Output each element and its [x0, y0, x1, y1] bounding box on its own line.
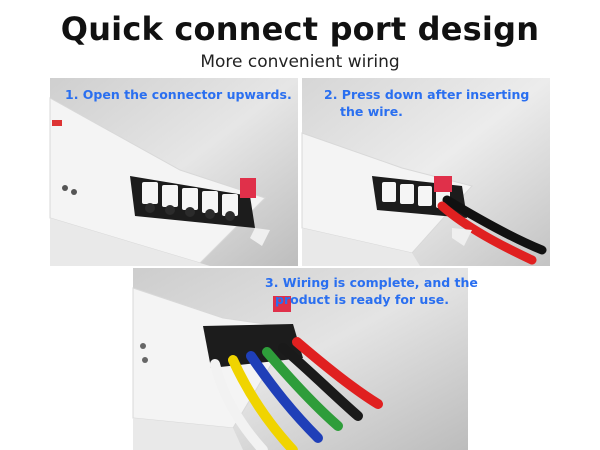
step-3-caption: 3. Wiring is complete, and the product i… — [265, 274, 478, 308]
page-subtitle: More convenient wiring — [200, 52, 400, 72]
step-1-photo: 1. Open the connector upwards. — [49, 78, 298, 266]
step-2-line-1: 2. Press down after inserting — [324, 87, 530, 102]
step-3-photo: 3. Wiring is complete, and the product i… — [132, 268, 478, 450]
step-3-line-1: 3. Wiring is complete, and the — [265, 275, 478, 290]
step-1-illustration — [49, 78, 298, 266]
step-1-line-1: 1. Open the connector upwards. — [65, 87, 292, 102]
step-2-caption: 2. Press down after inserting the wire. — [324, 86, 529, 120]
step-2-line-2: the wire. — [340, 104, 403, 119]
step-3-illustration — [132, 268, 468, 450]
step-2-illustration — [301, 78, 550, 266]
step-2-photo: 2. Press down after inserting the wire. — [301, 78, 550, 266]
step-1-caption: 1. Open the connector upwards. — [65, 86, 292, 103]
page-title: Quick connect port design — [60, 10, 540, 48]
step-3-line-2: product is ready for use. — [275, 292, 449, 307]
